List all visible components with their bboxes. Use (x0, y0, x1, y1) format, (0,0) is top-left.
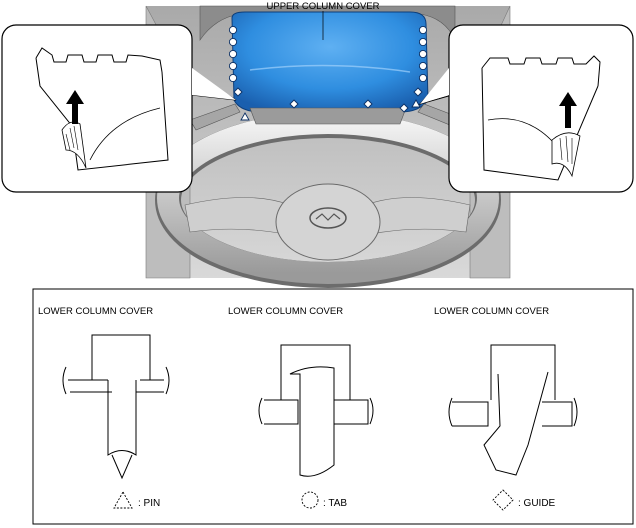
right-spoke (365, 197, 471, 236)
right-arrow-up-icon (559, 92, 577, 128)
pin-icon (240, 112, 250, 121)
left-clip-hatch (65, 125, 79, 151)
section-2-leader (280, 344, 351, 400)
section-3-plate-left (452, 401, 489, 427)
section-1-pin-body (107, 380, 137, 456)
legend-pin-label: : PIN (138, 498, 160, 509)
tab-icon (228, 61, 238, 71)
section-3-guide-body (483, 371, 549, 476)
left-cover-edge (35, 47, 163, 73)
tab-icon (228, 37, 238, 47)
legend: : PIN : TAB : GUIDE (113, 489, 556, 511)
section-2-tab-body (289, 366, 335, 477)
section-1-break-right (165, 366, 170, 395)
left-spoke (184, 197, 291, 236)
tab-icon (418, 61, 428, 71)
tab-icon (228, 73, 238, 83)
right-detail-callout (418, 24, 634, 193)
tab-icon (418, 25, 428, 35)
section-1-break-left (62, 366, 67, 395)
guide-markers (233, 87, 423, 113)
lower-column-cover-photo (249, 107, 407, 125)
legend-tab-label: : TAB (323, 498, 347, 509)
right-callout-frame (448, 24, 634, 193)
left-lever (189, 103, 241, 131)
section-3-leader (490, 344, 556, 400)
guide-icon (363, 99, 373, 109)
section-2-breaks (258, 397, 374, 425)
tab-markers (228, 25, 428, 83)
emblem-wings (315, 213, 341, 221)
section-pin: LOWER COLUMN COVER (38, 306, 170, 480)
legend-guide-label: : GUIDE (518, 498, 556, 509)
tab-icon (418, 73, 428, 83)
circle-tab-icon (301, 491, 319, 509)
section-3-breaks (448, 397, 578, 427)
section-1-label: LOWER COLUMN COVER (38, 306, 153, 317)
emblem-icon (309, 207, 347, 229)
guide-icon (413, 87, 423, 97)
section-frame (32, 288, 634, 525)
left-clip (61, 121, 87, 169)
pin-icon (411, 99, 421, 108)
section-2-label: LOWER COLUMN COVER (228, 306, 343, 317)
guide-icon (233, 87, 243, 97)
tab-icon (418, 37, 428, 47)
pin-markers (240, 99, 421, 121)
right-clip (551, 132, 581, 178)
tab-icon (228, 25, 238, 35)
section-1-leader (91, 334, 151, 380)
upper-column-cover-label: UPPER COLUMN COVER (267, 1, 380, 12)
section-1-pin-tip (111, 454, 133, 480)
steering-hub (275, 183, 381, 261)
section-3-label: LOWER COLUMN COVER (434, 306, 549, 317)
section-panel: LOWER COLUMN COVER LOWER COLUMN COVER LO… (32, 288, 634, 525)
section-3-plate-right (542, 401, 573, 427)
upper-column-cover (231, 11, 429, 113)
guide-icon (289, 99, 299, 109)
cover-highlight (249, 64, 411, 73)
section-2-plate-right (334, 399, 369, 425)
triangle-pin-icon (113, 491, 133, 509)
guide-icon (399, 103, 409, 113)
tab-icon (418, 49, 428, 59)
left-arrow-up-icon (66, 90, 84, 124)
diamond-guide-icon (492, 489, 514, 511)
right-cover-edge (481, 55, 601, 87)
section-tab: LOWER COLUMN COVER (228, 306, 374, 477)
left-callout-frame (1, 24, 193, 193)
tab-icon (228, 49, 238, 59)
left-cover-curve (89, 107, 161, 161)
right-clip-hatch (559, 135, 573, 164)
right-cover-body (481, 67, 599, 181)
section-guide: LOWER COLUMN COVER (434, 306, 578, 476)
left-detail-callout (1, 24, 237, 193)
section-2-plate-left (264, 399, 299, 425)
